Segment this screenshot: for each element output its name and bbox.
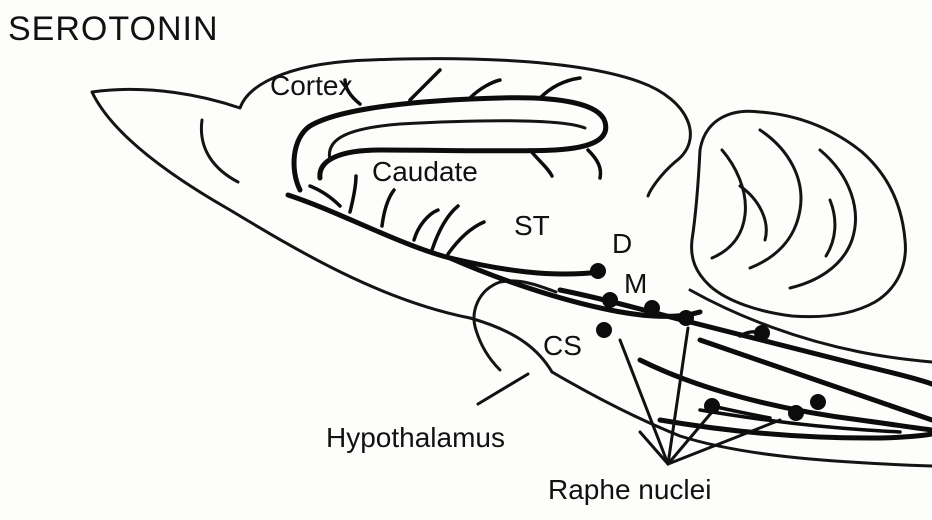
- raphe-nucleus-d: [590, 263, 606, 279]
- cortex-fiber-6: [530, 150, 552, 176]
- cerebellum-folia-3: [790, 150, 855, 288]
- callosal-inner-loop: [329, 121, 585, 160]
- caudate-branch-1: [350, 176, 356, 212]
- cerebrum-outline: [92, 59, 690, 318]
- raphe-leader-2: [640, 432, 668, 464]
- raphe-nucleus-m: [602, 292, 618, 308]
- frontal-curve: [201, 120, 238, 182]
- label-raphe-nuclei: Raphe nuclei: [548, 476, 711, 504]
- hypothalamus-leader: [478, 374, 528, 404]
- label-d: D: [612, 230, 632, 258]
- raphe-nucleus-cs: [596, 322, 612, 338]
- cortex-fiber-3: [540, 78, 580, 98]
- raphe-leader-1: [620, 340, 668, 464]
- label-cortex: Cortex: [270, 72, 352, 100]
- label-hypothalamus: Hypothalamus: [326, 424, 505, 452]
- brainstem-lower-outline: [552, 372, 932, 466]
- main-ascending-bundle: [288, 195, 600, 274]
- label-st: ST: [514, 212, 550, 240]
- cerebellum-folia-2: [750, 130, 801, 268]
- cortex-fiber-1: [410, 70, 440, 100]
- label-caudate: Caudate: [372, 158, 478, 186]
- raphe-nucleus-8: [788, 405, 804, 421]
- cortex-fiber-2: [470, 80, 500, 98]
- st-branch-2: [448, 222, 484, 254]
- label-m: M: [624, 270, 647, 298]
- cortex-fiber-5: [588, 150, 601, 178]
- label-cs: CS: [543, 332, 582, 360]
- caudate-branch-2: [382, 190, 394, 226]
- cerebellum-folia-1: [712, 150, 745, 258]
- cerebellum-folia-5: [826, 200, 835, 256]
- st-branch-3: [414, 210, 438, 240]
- diagram-title: SEROTONIN: [8, 12, 219, 46]
- raphe-nucleus-5: [678, 310, 694, 326]
- raphe-nucleus-9: [810, 394, 826, 410]
- raphe-nucleus-4: [644, 300, 660, 316]
